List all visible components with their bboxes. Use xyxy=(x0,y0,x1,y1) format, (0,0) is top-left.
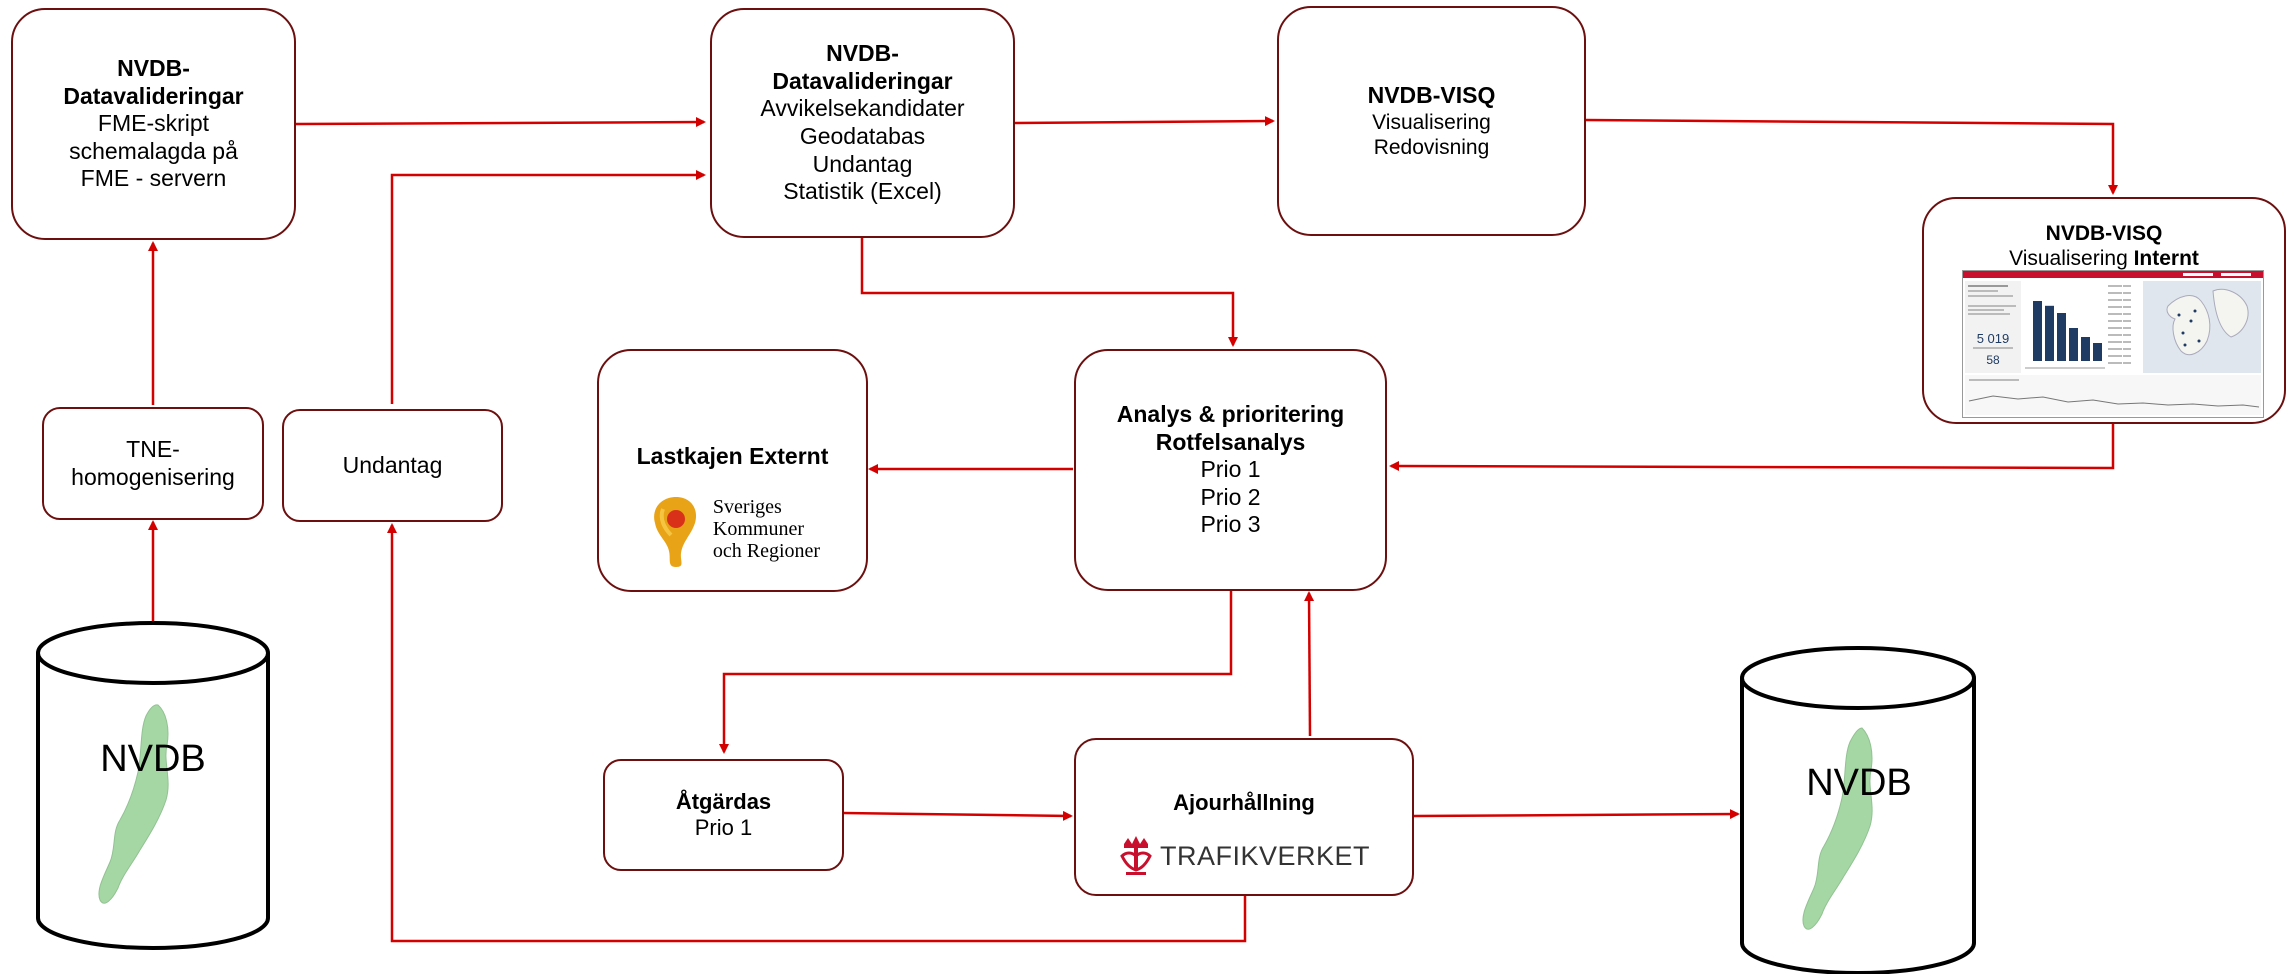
undantag-box-text: Undantag xyxy=(342,451,443,478)
analys-prio-1: Prio 1 xyxy=(1200,456,1261,483)
arrow-analys-to-atgardas xyxy=(719,589,1233,754)
dataval-box-line-1: Avvikelsekandidater xyxy=(760,95,965,122)
atgardas-line-1: Prio 1 xyxy=(694,815,753,840)
sweden-map-right xyxy=(1802,727,1873,930)
lastkajen-title: Lastkajen Externt xyxy=(636,443,829,469)
arrow-ajour-to-analys xyxy=(1304,591,1315,737)
arrow-dataval-to-analys xyxy=(860,238,1238,347)
analys-title-2: Rotfelsanalys xyxy=(1155,428,1306,455)
trafikverket-logo: TRAFIKVERKET xyxy=(1118,834,1370,878)
visq-internt-line: Visualisering Internt xyxy=(2009,246,2199,271)
dashboard-header-bar xyxy=(1963,271,2263,278)
skr-logo-line-3: och Regioner xyxy=(712,539,821,562)
ajourhallning-box: Ajourhållning TRAFIKVERKET xyxy=(1074,738,1414,896)
skr-logo-line-1: Sveriges xyxy=(712,495,782,518)
trafikverket-logo-text: TRAFIKVERKET xyxy=(1159,840,1371,871)
trafikverket-crown-icon xyxy=(1120,836,1152,876)
dashboard-big-number: 5 019 xyxy=(1977,331,2010,346)
dashboard-bar xyxy=(2057,313,2066,361)
skr-logo-icon xyxy=(654,496,696,567)
atgardas-box: Åtgärdas Prio 1 xyxy=(603,759,844,871)
ajour-title: Ajourhållning xyxy=(1173,790,1315,815)
fme-box-line-2: schemalagda på xyxy=(69,137,238,164)
visq-box-line-1: Visualisering xyxy=(1372,110,1491,134)
analys-title-1: Analys & prioritering xyxy=(1116,401,1345,428)
arrow-atgardas-to-ajour xyxy=(843,810,1073,821)
arrow-fme-to-dataval xyxy=(295,117,706,128)
arrow-dataval-to-visq xyxy=(1014,116,1275,127)
sweden-map-left xyxy=(98,704,169,904)
visq-box-line-2: Redovisning xyxy=(1373,135,1490,159)
nvdb-left-label: NVDB xyxy=(100,738,206,780)
fme-datavalideringar-box: NVDB- Datavalideringar FME-skript schema… xyxy=(11,8,296,240)
dashboard-bar xyxy=(2081,337,2090,361)
arrow-internt-to-analys xyxy=(1389,424,2115,472)
dataval-box-line-3: Undantag xyxy=(812,150,913,177)
tne-homogenisering-box: TNE- homogenisering xyxy=(42,407,264,520)
analys-prioritering-box: Analys & prioritering Rotfelsanalys Prio… xyxy=(1074,349,1387,591)
tne-box-text: TNE- homogenisering xyxy=(71,435,235,490)
nvdb-right-label: NVDB xyxy=(1806,762,1912,804)
undantag-box: Undantag xyxy=(282,409,503,522)
dashboard-bar xyxy=(2093,343,2102,361)
datavalideringar-box: NVDB- Datavalideringar Avvikelsekandidat… xyxy=(710,8,1015,238)
dashboard-bar xyxy=(2045,305,2054,361)
arrow-ajour-to-nvdb-right xyxy=(1413,809,1740,820)
lastkajen-box: Lastkajen Externt Sveriges Kommuner och … xyxy=(597,349,868,592)
arrow-undantag-to-dataval xyxy=(390,170,706,404)
dashboard-bar xyxy=(2033,301,2042,361)
atgardas-title: Åtgärdas xyxy=(675,788,772,814)
dashboard-small-number: 58 xyxy=(1986,353,2000,367)
skr-logo: Sveriges Kommuner och Regioner xyxy=(645,489,820,569)
dashboard-svg: 5 019 58 xyxy=(1963,271,2263,415)
arrow-visq-to-internt xyxy=(1585,118,2118,195)
skr-logo-line-2: Kommuner xyxy=(712,517,804,540)
arrow-ajour-to-undantag xyxy=(387,523,1247,943)
fme-box-line-3: FME - servern xyxy=(80,165,227,192)
visq-internt-line-prefix: Visualisering xyxy=(2009,247,2134,271)
analys-prio-2: Prio 2 xyxy=(1200,483,1261,510)
fme-box-title: NVDB- Datavalideringar xyxy=(63,55,244,109)
dataval-box-line-4: Statistik (Excel) xyxy=(783,178,942,205)
visq-internt-title: NVDB-VISQ xyxy=(2045,222,2163,245)
visq-box-title: NVDB-VISQ xyxy=(1367,82,1496,109)
dataval-box-line-2: Geodatabas xyxy=(799,123,926,149)
visq-internt-line-bold: Internt xyxy=(2133,247,2199,271)
dataval-box-title: NVDB- Datavalideringar xyxy=(772,40,953,94)
dashboard-thumbnail: 5 019 58 xyxy=(1962,270,2264,418)
dashboard-bar-group xyxy=(2033,301,2102,361)
analys-prio-3: Prio 3 xyxy=(1200,511,1261,538)
fme-box-line-1: FME-skript xyxy=(97,110,210,137)
visq-box: NVDB-VISQ Visualisering Redovisning xyxy=(1277,6,1586,236)
dashboard-bar xyxy=(2069,328,2078,361)
